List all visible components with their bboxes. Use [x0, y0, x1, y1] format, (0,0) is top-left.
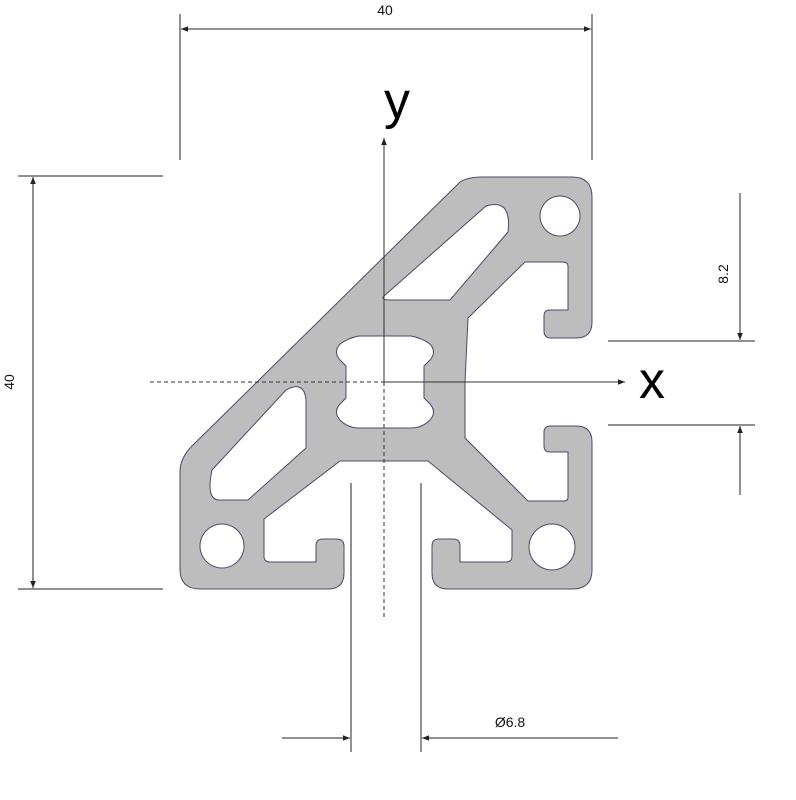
x-axis: x	[150, 352, 665, 410]
top-width-dimension: 40	[179, 2, 593, 160]
left-height-dimension: 40	[1, 175, 163, 590]
x-axis-label: x	[639, 352, 665, 410]
y-axis-label: y	[384, 72, 410, 130]
slot-offset-label: 8.2	[715, 264, 731, 284]
height-dimension-label: 40	[1, 374, 17, 390]
width-dimension-label: 40	[377, 2, 393, 18]
aluminium-profile-section	[179, 176, 593, 590]
slot-offset-dimension: 8.2	[608, 193, 755, 495]
bore-dimension: Ø6.8	[282, 483, 618, 752]
bore-dimension-label: Ø6.8	[495, 714, 526, 730]
y-axis: y	[381, 72, 410, 620]
